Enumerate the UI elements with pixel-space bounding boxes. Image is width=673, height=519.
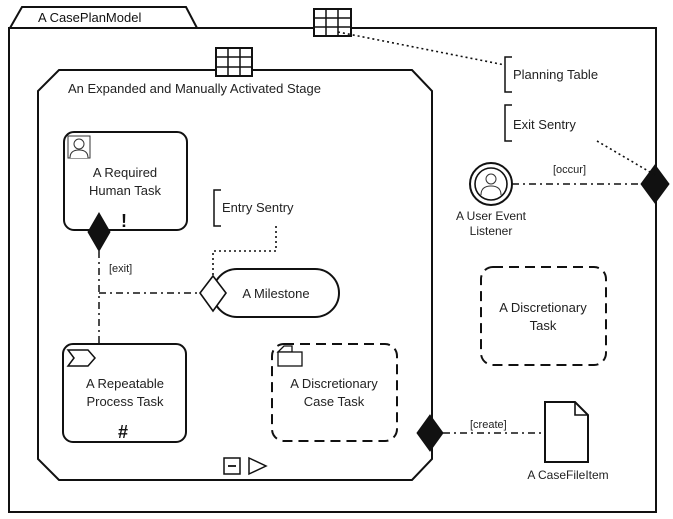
required-marker: ! [121, 211, 127, 231]
entry-sentry-annotation[interactable]: Entry Sentry [213, 189, 294, 227]
manual-activation-icon [248, 456, 268, 476]
case-file-item[interactable]: A CaseFileItem [527, 401, 609, 482]
case-plan-exit-sentry[interactable] [640, 164, 670, 204]
planning-table-association [337, 31, 506, 66]
exit-sentry-association [596, 140, 656, 176]
discretionary-task-line2: Task [530, 318, 557, 333]
collapse-marker-icon[interactable] [223, 457, 241, 475]
planning-table-annotation[interactable]: Planning Table [504, 56, 598, 93]
exit-label: [exit] [109, 263, 132, 275]
case-file-item-name: A CaseFileItem [527, 468, 608, 482]
event-listener-line1: A User Event [456, 209, 527, 223]
exit-sentry-text: Exit Sentry [513, 117, 576, 132]
human-task[interactable]: A Required Human Task ! [63, 131, 188, 231]
repetition-marker: # [118, 422, 128, 442]
entry-sentry-text: Entry Sentry [222, 200, 294, 215]
case-task-line1: A Discretionary [290, 376, 378, 391]
human-task-line2: Human Task [89, 183, 162, 198]
stage-body[interactable] [37, 69, 433, 481]
discretionary-task-line1: A Discretionary [499, 300, 587, 315]
process-task-line2: Process Task [86, 394, 164, 409]
discretionary-task[interactable]: A Discretionary Task [480, 266, 607, 366]
user-icon [480, 173, 502, 196]
create-label: [create] [470, 419, 507, 431]
stage-name: An Expanded and Manually Activated Stage [68, 81, 321, 96]
planning-table-text: Planning Table [513, 67, 598, 82]
event-listener-line2: Listener [470, 224, 513, 238]
process-task[interactable]: A Repeatable Process Task # [62, 343, 187, 443]
case-planning-table-icon[interactable] [313, 8, 352, 37]
person-icon [67, 135, 91, 159]
milestone[interactable]: A Milestone [212, 268, 340, 318]
human-task-line1: A Required [93, 165, 157, 180]
process-task-line1: A Repeatable [86, 376, 164, 391]
stage-exit-sentry[interactable] [416, 414, 444, 452]
process-chevron-icon [66, 349, 96, 367]
discretionary-case-task[interactable]: A Discretionary Case Task [271, 343, 398, 442]
stage-planning-table-icon[interactable] [215, 47, 253, 77]
milestone-entry-sentry[interactable] [199, 274, 227, 313]
milestone-name: A Milestone [242, 286, 309, 301]
stage[interactable]: An Expanded and Manually Activated Stage [37, 69, 433, 481]
entry-sentry-association [212, 226, 277, 276]
case-task-line2: Case Task [304, 394, 365, 409]
occur-label: [occur] [553, 164, 586, 176]
case-plan-model-name: A CasePlanModel [38, 10, 141, 25]
folder-icon [276, 345, 303, 367]
exit-sentry-annotation[interactable]: Exit Sentry [504, 104, 576, 142]
case-plan-model-tab[interactable] [9, 6, 198, 29]
